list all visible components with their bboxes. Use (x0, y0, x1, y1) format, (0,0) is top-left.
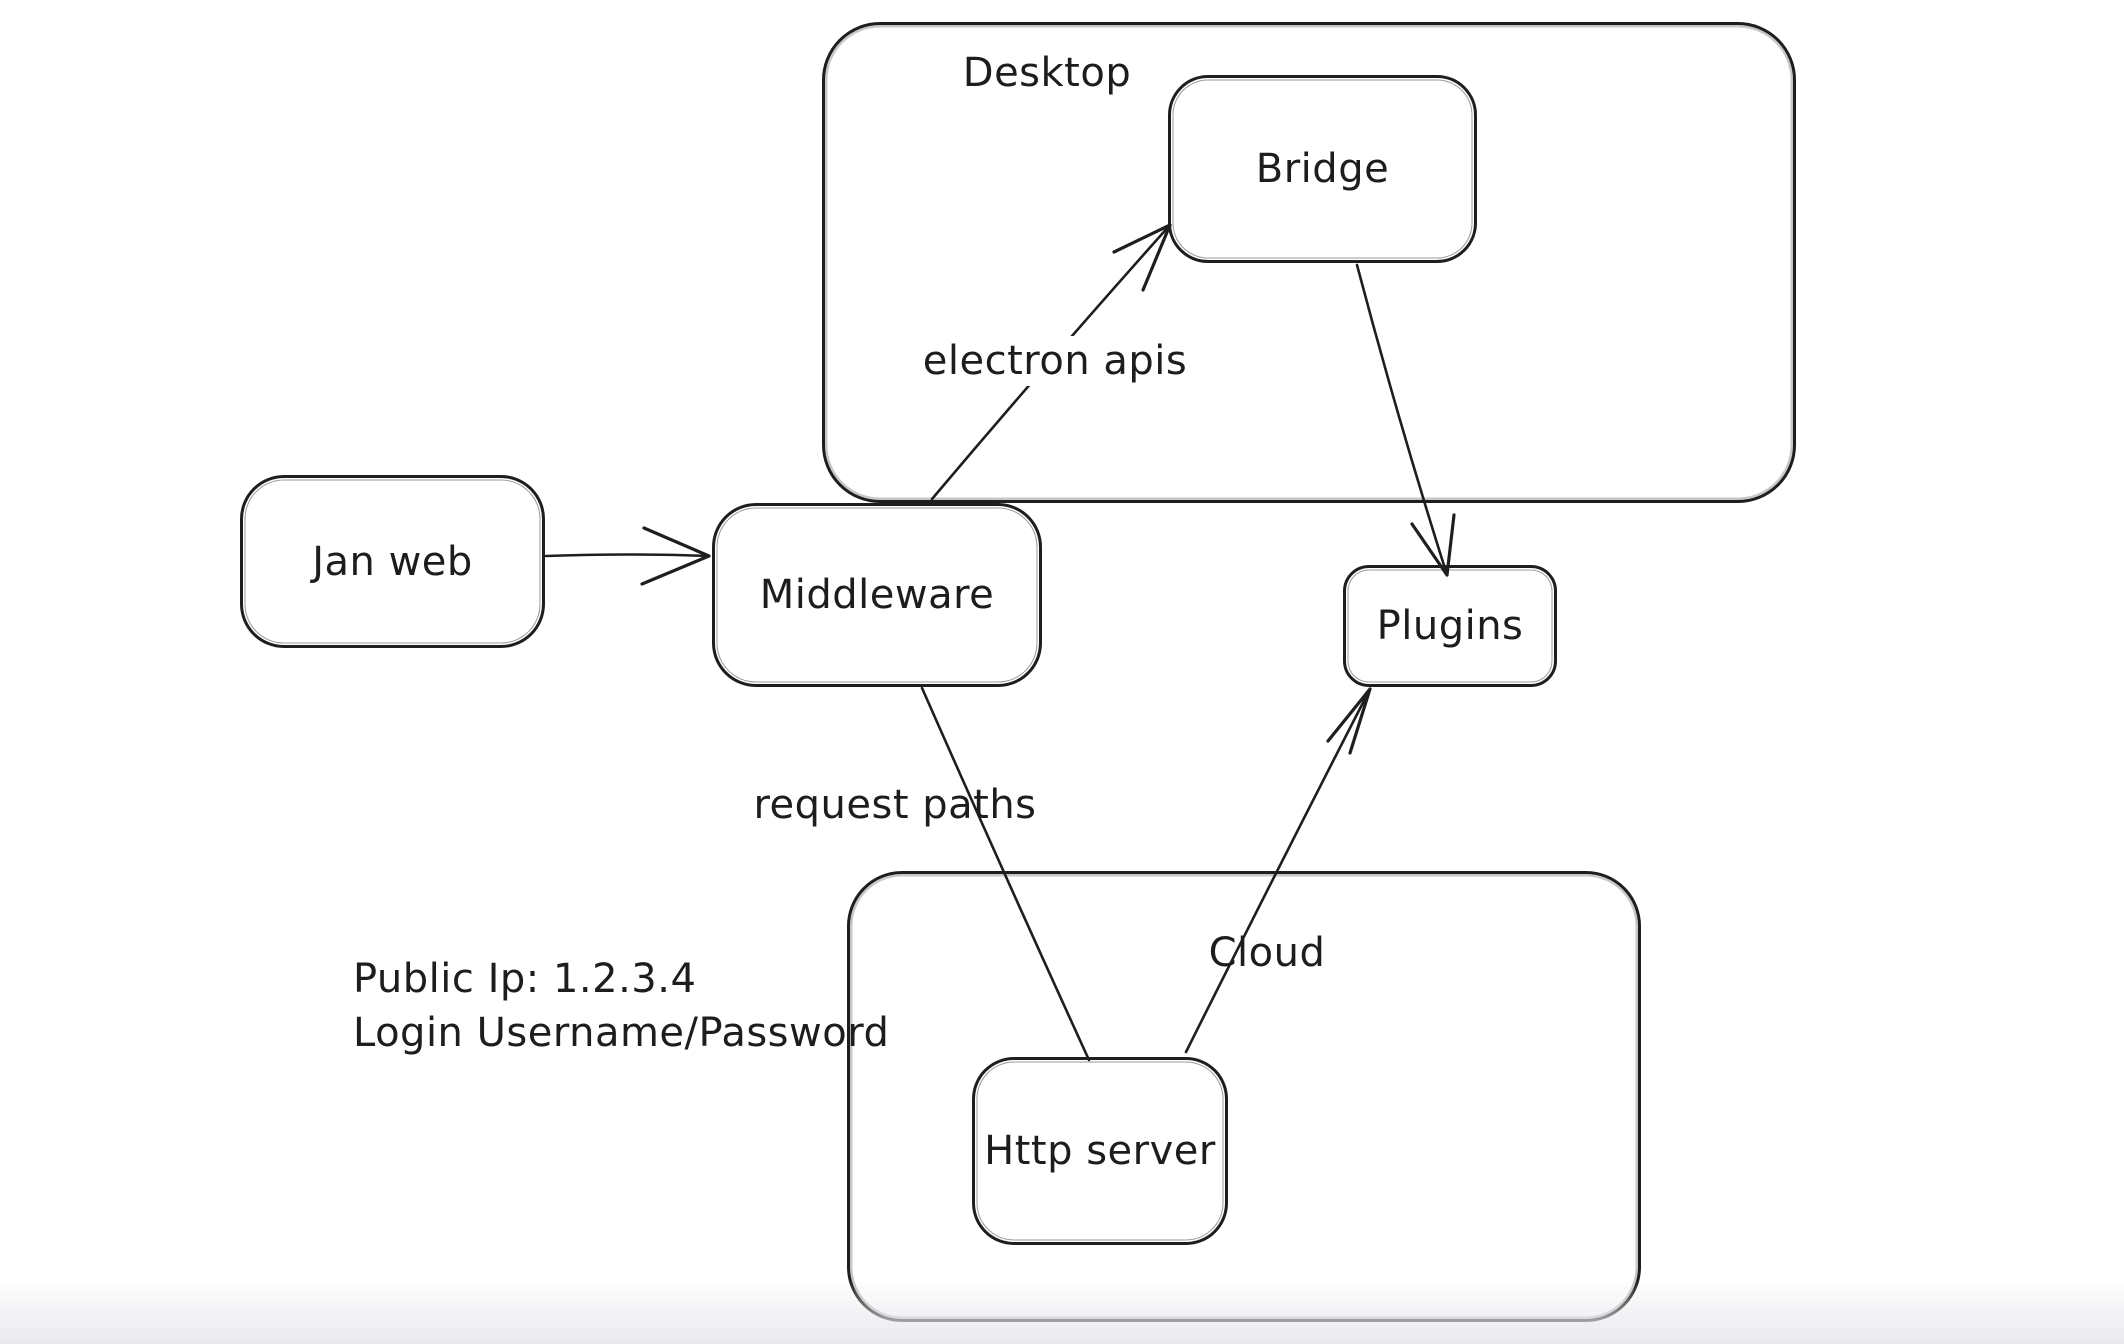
plugins-label: Plugins (1376, 603, 1524, 649)
edge-http-server-to-plugins-arrowhead[interactable] (1326, 687, 1372, 755)
annotation-line-login: Login Username/Password (353, 1010, 890, 1056)
edge-jan-web-to-middleware-arrowhead[interactable] (640, 526, 711, 586)
jan-web-node[interactable]: Jan web (240, 475, 545, 648)
edge-bridge-to-plugins-arrowhead[interactable] (1410, 513, 1456, 577)
annotation-line-public-ip: Public Ip: 1.2.3.4 (353, 956, 697, 1002)
edge-jan-web-to-middleware[interactable] (544, 553, 711, 558)
http-server-node[interactable]: Http server (972, 1057, 1228, 1245)
edge-middleware-to-bridge-arrowhead[interactable] (1112, 223, 1172, 292)
edge-middleware-to-http-server[interactable] (920, 686, 1091, 1062)
jan-web-label: Jan web (312, 538, 473, 585)
middleware-label: Middleware (759, 572, 995, 618)
http-server-label: Http server (984, 1128, 1216, 1174)
bridge-label: Bridge (1255, 146, 1390, 192)
edge-http-server-to-plugins[interactable] (1184, 687, 1372, 1054)
edge-label-request-paths[interactable]: request paths (753, 782, 1037, 828)
plugins-node[interactable]: Plugins (1343, 565, 1557, 687)
bridge-node[interactable]: Bridge (1168, 75, 1477, 263)
desktop-container[interactable] (822, 22, 1796, 503)
edge-label-electron-apis[interactable]: electron apis (912, 336, 1198, 386)
cloud-container-label[interactable]: Cloud (1208, 930, 1326, 976)
middleware-node[interactable]: Middleware (712, 503, 1042, 687)
annotation-text[interactable]: Public Ip: 1.2.3.4 Login Username/Passwo… (353, 952, 889, 1060)
desktop-container-label[interactable]: Desktop (962, 50, 1132, 96)
edge-bridge-to-plugins[interactable] (1355, 263, 1449, 577)
